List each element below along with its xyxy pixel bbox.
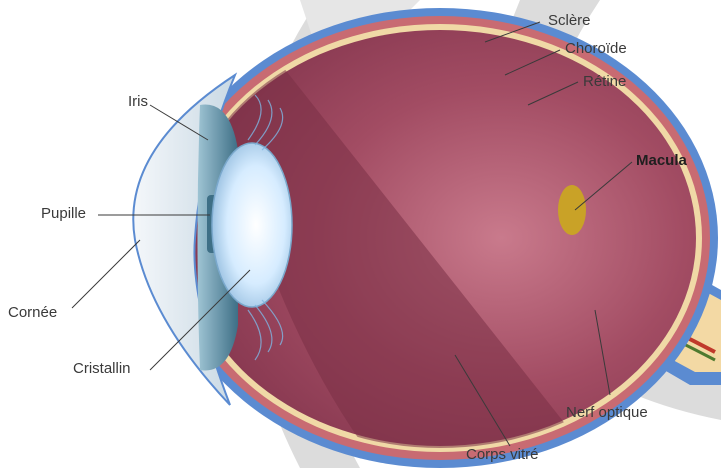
lens-shape [212, 143, 292, 307]
label-corps-vitre: Corps vitré [466, 446, 539, 464]
label-nerf-optique: Nerf optique [566, 404, 648, 422]
label-retine: Rétine [583, 73, 626, 91]
macula-spot [558, 185, 586, 235]
label-iris: Iris [128, 93, 148, 111]
leader-cornee [72, 240, 140, 308]
label-choroide: Choroïde [565, 40, 627, 58]
label-pupille: Pupille [41, 205, 86, 223]
label-cornee: Cornée [8, 304, 57, 322]
label-macula: Macula [636, 152, 687, 170]
label-sclere: Sclère [548, 12, 591, 30]
label-cristallin: Cristallin [73, 360, 131, 378]
